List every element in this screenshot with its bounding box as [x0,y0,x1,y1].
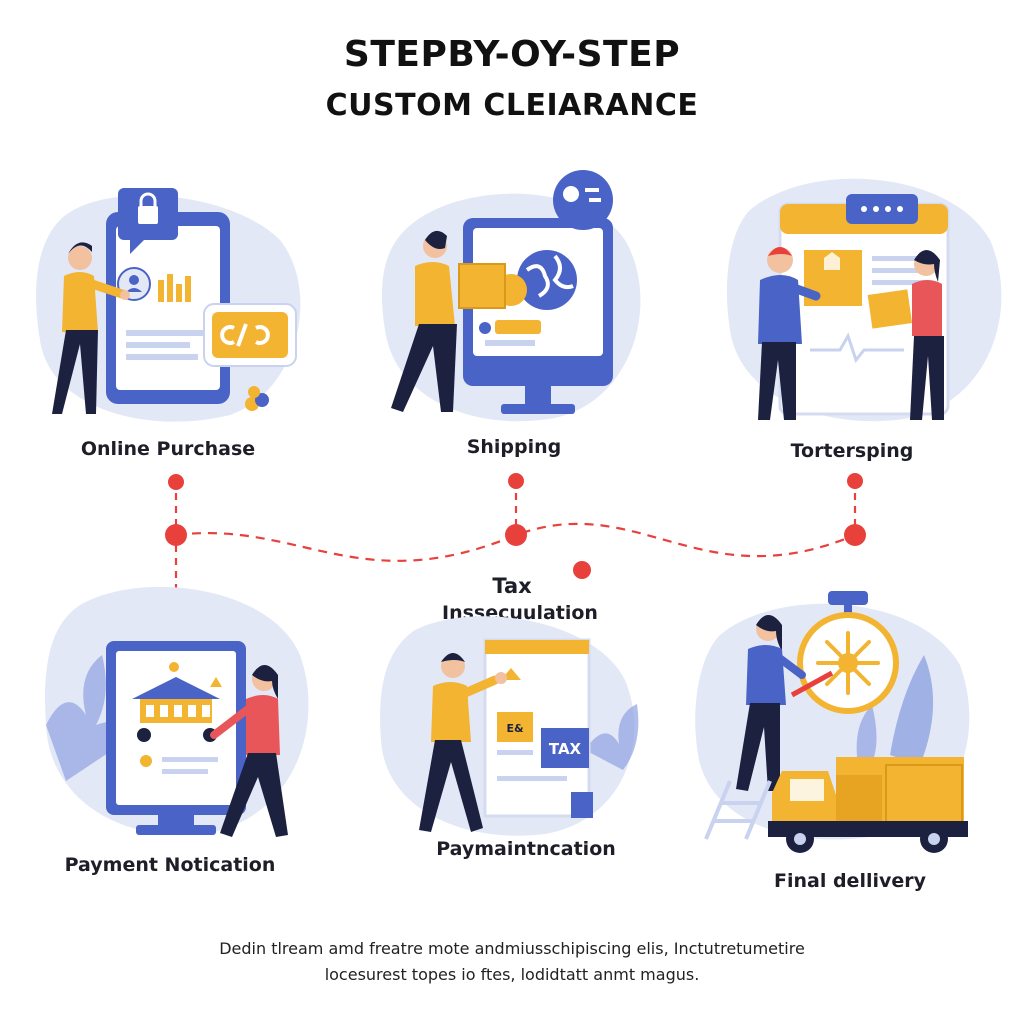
shipping-illustration [381,170,641,422]
step-label-paymaintncation: Paymaintncation [436,838,616,860]
timeline-dot [168,474,184,490]
timeline-dot [847,473,863,489]
timeline-dot [505,524,527,546]
footer-caption-line1: Dedin tlream amd freatre mote andmiussch… [219,939,805,958]
tax-calculation-illustration: E& TAX [380,616,639,836]
timeline-wave [175,522,856,562]
timeline-dot [573,561,591,579]
timeline-dot [165,524,187,546]
timeline-dot [844,524,866,546]
diagram-title-line1: STEPBY-OY-STEP [343,34,681,75]
tortersping-illustration [726,178,1002,422]
step-label-shipping: Shipping [466,436,562,458]
step-label-final-dellivery: Final dellivery [773,870,927,892]
step-label-tax: Tax [492,574,532,598]
final-delivery-illustration [695,591,970,853]
step-label-payment-notication: Payment Notication [64,854,276,876]
payment-notification-illustration [45,586,309,837]
diagram-title-line2: CUSTOM CLEIARANCE [325,88,699,123]
tax-badge: TAX [549,740,582,758]
step-label-online-purchase: Online Purchase [80,438,256,460]
step-label-tortersping: Tortersping [790,440,914,462]
tax-doc-mark: E& [506,722,524,735]
footer-caption-line2: locesurest topes io ftes, lodidtatt anmt… [324,965,700,984]
timeline-dot [508,473,524,489]
online-purchase-illustration [36,188,301,422]
